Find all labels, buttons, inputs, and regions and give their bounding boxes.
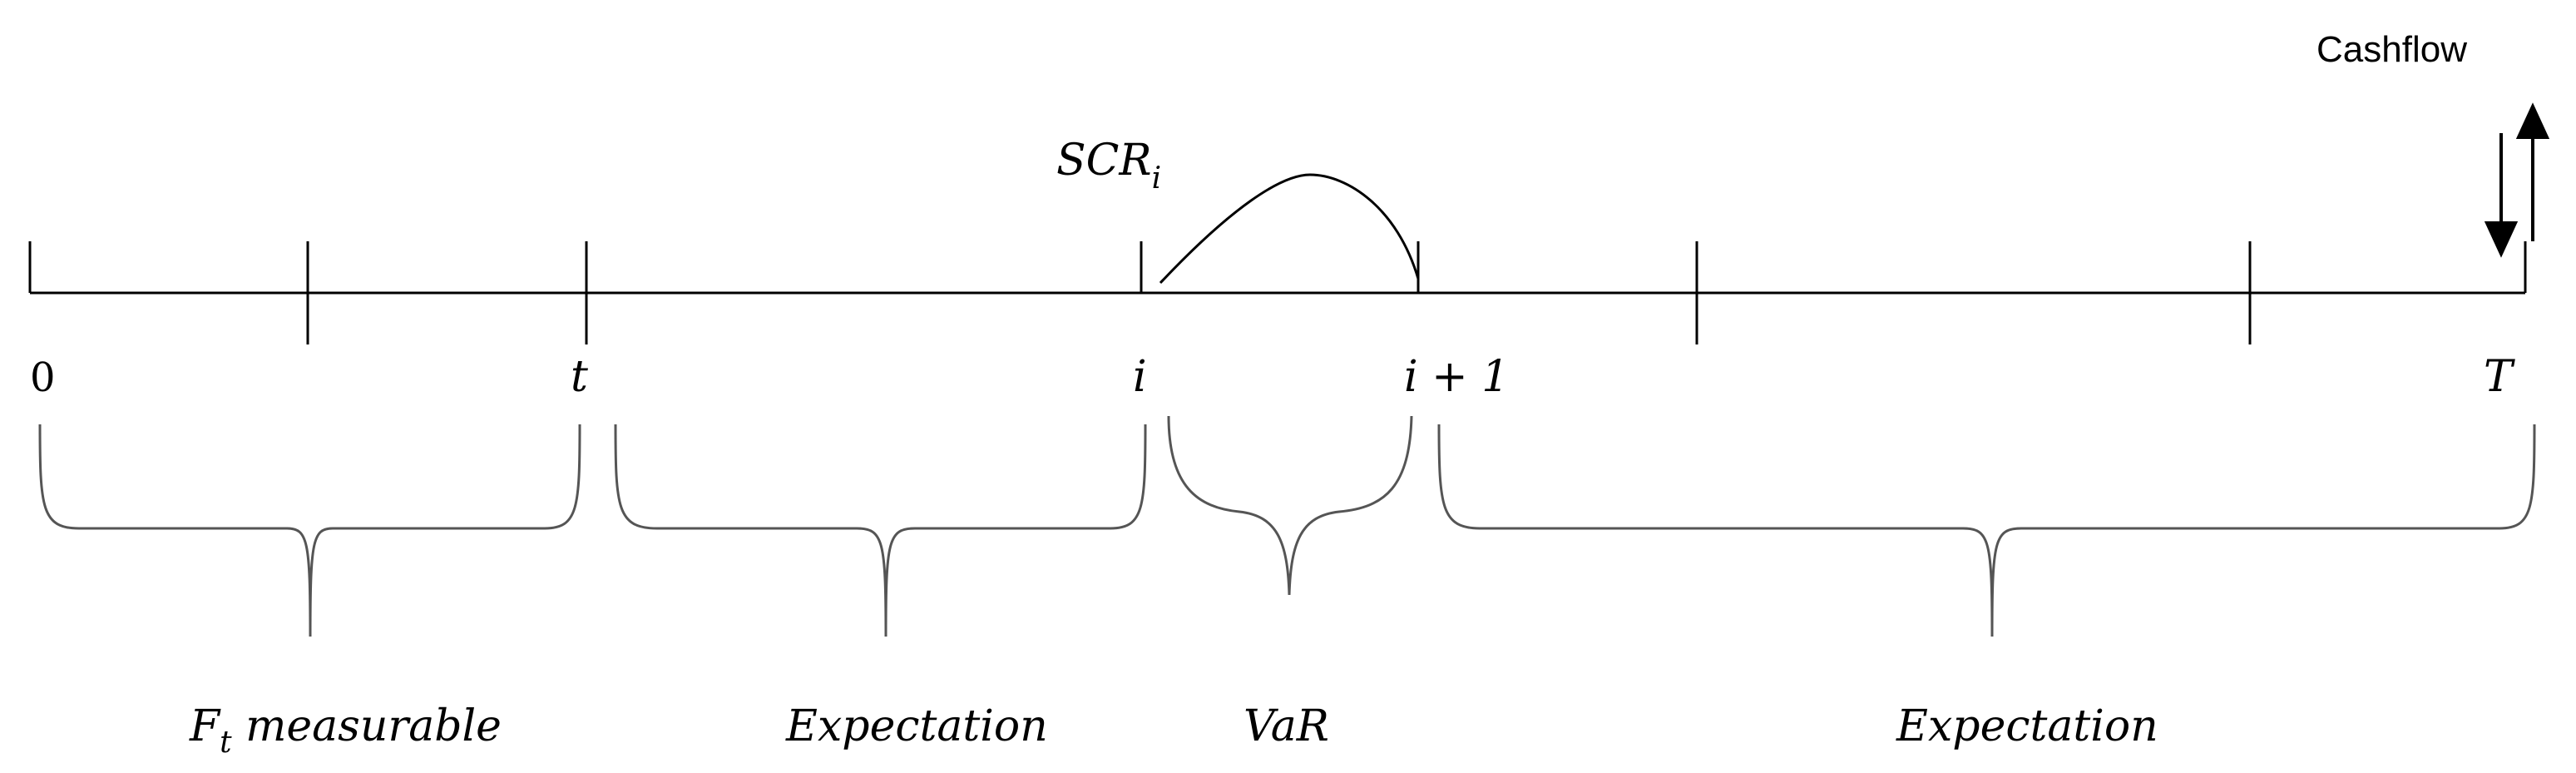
label-expectation-2: Expectation — [1896, 701, 2158, 751]
tick-marks — [28, 241, 2527, 344]
scr-arc — [1159, 173, 1420, 285]
scr-label-sub: i — [1152, 161, 1162, 196]
label-ft-rest: measurable — [232, 701, 502, 751]
scr-label: SCRi — [1056, 136, 1161, 196]
brace-expectation-2 — [1437, 424, 2536, 637]
brace-var — [1167, 415, 1413, 596]
braces — [38, 415, 2536, 637]
label-expectation-1: Expectation — [785, 701, 1048, 751]
cashflow-down-arrow-head — [2484, 221, 2519, 258]
tick-label-t: t — [571, 352, 588, 402]
brace-ft-measurable — [38, 424, 581, 637]
cashflow-up-arrow-head — [2515, 102, 2550, 139]
tick-label-T: T — [2484, 352, 2515, 402]
label-ft-measurable: Ft measurable — [189, 701, 502, 760]
tick-label-i: i — [1133, 352, 1147, 402]
scr-label-base: SCR — [1056, 136, 1152, 186]
label-var: VaR — [1244, 701, 1329, 751]
tick-label-0: 0 — [30, 354, 56, 401]
cashflow-label: Cashflow — [2316, 29, 2467, 70]
brace-expectation-1 — [614, 424, 1147, 637]
label-ft-sub: t — [220, 726, 232, 760]
cashflow-arrows — [2484, 102, 2550, 258]
tick-label-i-plus-1: i + 1 — [1404, 352, 1509, 402]
label-ft-main: F — [189, 701, 221, 751]
